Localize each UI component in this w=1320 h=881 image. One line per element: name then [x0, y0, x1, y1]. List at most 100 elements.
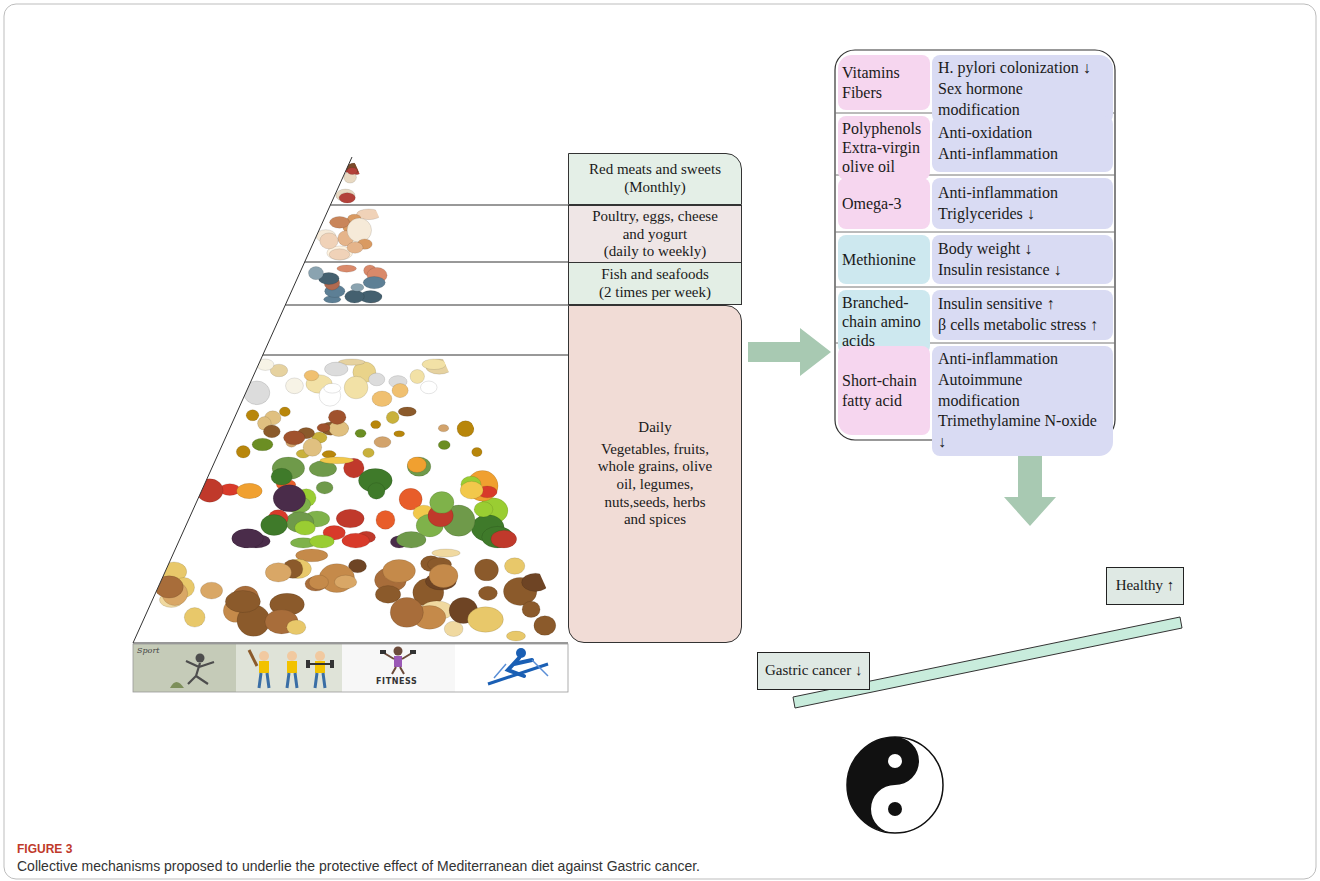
food-item [407, 457, 431, 476]
food-item [263, 425, 280, 438]
food-item [232, 529, 264, 548]
food-item [363, 277, 385, 289]
food-item [491, 530, 517, 548]
nutrient-cell: PolyphenolsExtra-virgin olive oil [838, 116, 930, 180]
figure-number: FIGURE 3 [17, 842, 72, 856]
food-item [368, 483, 385, 500]
food-item [279, 407, 290, 417]
effect-text: Anti-oxidation [938, 123, 1107, 144]
dumbbell-bar [309, 663, 331, 665]
effect-text: Anti-inflammation [938, 349, 1107, 370]
food-item [457, 421, 474, 437]
nutrient-name: Short-chain fatty acid [842, 371, 926, 409]
kid-head [315, 651, 325, 661]
kid-shirt [315, 661, 325, 673]
food-item [225, 590, 260, 612]
food-item [342, 533, 370, 548]
effect-cell: Insulin sensitive ↑β cells metabolic str… [932, 290, 1113, 340]
effect-cell: Anti-inflammationTriglycerides ↓ [932, 178, 1113, 229]
food-item [252, 438, 273, 451]
food-item [347, 168, 357, 175]
food-item [155, 576, 184, 598]
food-item [460, 481, 483, 499]
food-item [320, 233, 338, 249]
food-item [407, 457, 426, 472]
nutrient-cell: VitaminsFibers [838, 55, 930, 110]
figure-caption: Collective mechanisms proposed to underl… [17, 858, 700, 874]
leaf-symbol [170, 682, 184, 688]
food-item [468, 607, 504, 632]
yin-yang-half [871, 737, 943, 833]
kid-shirt [287, 661, 297, 673]
food-item [363, 448, 374, 457]
food-item [310, 535, 335, 548]
food-tier-label: DailyVegetables, fruits, whole grains, o… [568, 305, 742, 643]
food-item [438, 425, 448, 432]
exercise-strip [133, 644, 568, 692]
food-item [421, 381, 438, 394]
food-tier-label: Poultry, eggs, cheese and yogurt(daily t… [568, 205, 742, 264]
food-item [474, 502, 493, 517]
figure-frame [4, 4, 1316, 879]
woman-head [394, 647, 403, 656]
food-item [372, 391, 392, 407]
effect-text: β cells metabolic stress ↑ [938, 315, 1107, 336]
food-item [478, 586, 497, 600]
tier-text: Daily [593, 419, 717, 437]
exercise-panel [342, 644, 455, 692]
food-item [184, 608, 205, 628]
dumbbell-weight [410, 650, 416, 654]
food-item [308, 267, 323, 280]
pyramid-outline [133, 157, 568, 643]
tier-text: Red meats and sweets [581, 161, 729, 179]
kid-shirt [259, 661, 269, 673]
nutrient-cell: Omega-3 [838, 178, 930, 229]
food-item [261, 515, 288, 536]
food-item [522, 573, 550, 591]
outcome-text: Gastric cancer ↓ [765, 662, 862, 680]
food-item [317, 423, 330, 432]
food-item [369, 373, 385, 386]
ski-pole [494, 660, 548, 678]
food-item [430, 492, 454, 514]
food-item [422, 359, 446, 370]
food-item [392, 383, 408, 397]
food-illustration [155, 163, 556, 641]
food-item [374, 437, 391, 448]
tier-text: (daily to weekly) [581, 243, 729, 261]
effect-text: Insulin sensitive ↑ [938, 294, 1107, 315]
food-item [200, 582, 222, 599]
pyramid-base [133, 643, 568, 644]
tier-text: Poultry, eggs, cheese and yogurt [581, 208, 729, 243]
nutrient-name: Methionine [842, 250, 926, 269]
food-tier-label: Red meats and sweets(Monthly) [568, 153, 742, 205]
food-item [344, 376, 368, 399]
effect-text: Sex hormone modification [938, 79, 1107, 121]
food-item [320, 457, 354, 464]
effect-cell: Body weight ↓Insulin resistance ↓ [932, 235, 1113, 284]
food-item [324, 362, 348, 376]
food-item [273, 485, 305, 512]
effect-text: Insulin resistance ↓ [938, 260, 1107, 281]
nutrient-name: Omega-3 [842, 194, 926, 213]
effect-text: Body weight ↓ [938, 239, 1107, 260]
outcome-box: Gastric cancer ↓ [757, 652, 870, 690]
food-item [394, 431, 405, 437]
strip-border [133, 644, 568, 692]
food-item [351, 283, 364, 291]
food-item [410, 369, 424, 383]
food-item [347, 218, 371, 242]
tier-text: (2 times per week) [581, 284, 729, 302]
tier-text: (Monthly) [581, 179, 729, 197]
food-item [246, 410, 259, 421]
nutrient-name: Branched-chain amino acids [842, 293, 926, 351]
food-item [236, 446, 250, 458]
food-item [295, 521, 316, 535]
food-item [429, 564, 458, 588]
outcome-box: Healthy ↑ [1106, 567, 1184, 605]
effect-text: Trimethylamine N-oxide ↓ [938, 411, 1107, 453]
food-item [196, 479, 223, 502]
effect-cell: Anti-oxidationAnti-inflammation [932, 116, 1113, 172]
food-item [472, 448, 482, 457]
tier-line [263, 355, 568, 356]
